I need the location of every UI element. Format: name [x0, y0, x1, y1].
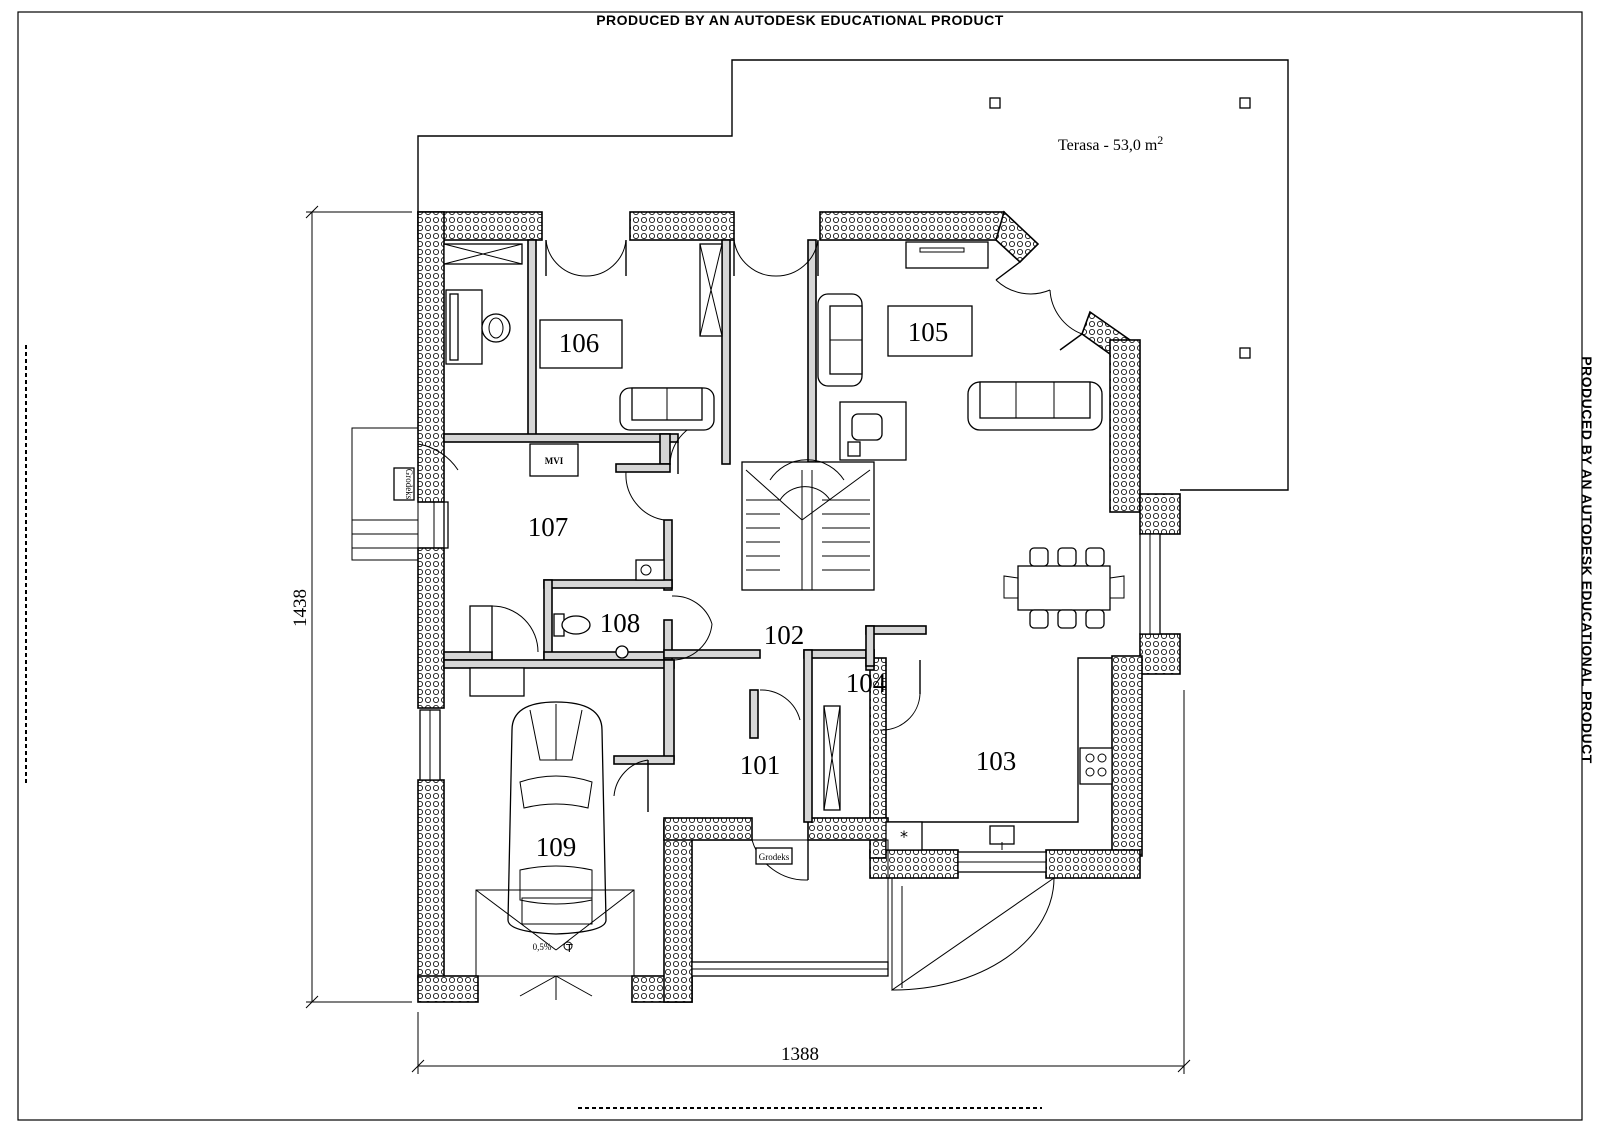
furniture: * MVI Grodeks Grodeks	[351, 241, 1125, 977]
dimension-height: 1438	[290, 205, 412, 1009]
room-101: 101	[740, 750, 781, 780]
slope-label: 0,5%	[533, 942, 552, 952]
room-103: 103	[976, 746, 1017, 776]
terrace-label: Terasa - 53,0 m2	[1058, 133, 1163, 154]
room-108: 108	[600, 608, 641, 638]
room-109: 109	[536, 832, 577, 862]
drawing-frame	[17, 11, 1583, 1121]
inner-walls	[443, 239, 927, 823]
room-106: 106	[559, 328, 600, 358]
room-104: 104	[846, 668, 887, 698]
car-icon	[507, 701, 607, 935]
width-label: 1388	[781, 1044, 819, 1065]
svg-text:*: *	[900, 827, 908, 846]
mvi-label: MVI	[545, 456, 564, 466]
terrace-outline	[417, 59, 1289, 491]
outer-walls	[417, 210, 1181, 1003]
room-107: 107	[528, 512, 569, 542]
dimension-width: 1388	[411, 690, 1191, 1074]
room-labels: 106 105 107 108 102 104 101 103 109	[528, 305, 1017, 862]
room-105: 105	[908, 317, 949, 347]
stair-treads	[745, 459, 871, 590]
room-102: 102	[764, 620, 805, 650]
svg-text:T: T	[565, 942, 573, 955]
terrace-posts	[989, 97, 1251, 359]
boiler-label-2: Grodeks	[759, 852, 790, 862]
doors	[417, 239, 1083, 991]
garage-door: 0,5% T	[475, 889, 635, 1000]
boiler-label-1: Grodeks	[404, 469, 414, 500]
height-label: 1438	[290, 589, 311, 627]
watermark-right: PRODUCED BY AN AUTODESK EDUCATIONAL PROD…	[1579, 356, 1595, 764]
watermark-top: PRODUCED BY AN AUTODESK EDUCATIONAL PROD…	[596, 12, 1004, 28]
